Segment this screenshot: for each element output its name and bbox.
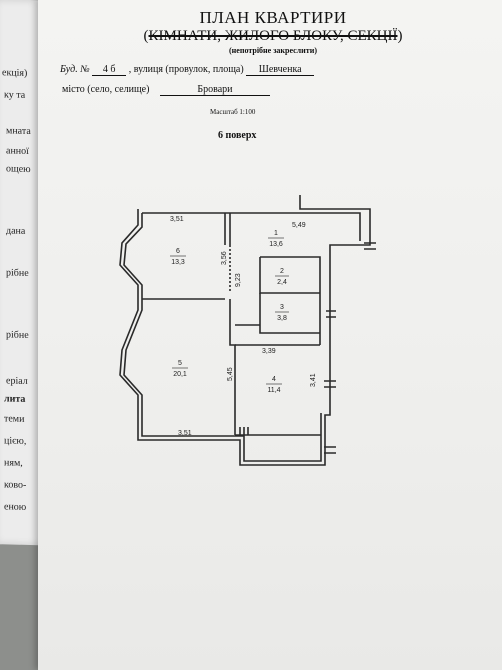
partition-wall xyxy=(259,293,320,334)
under-line: еріал xyxy=(6,375,28,387)
window-mark xyxy=(239,427,249,435)
building-line: Буд. № 4 б , вулиця (провулок, площа) Ше… xyxy=(60,64,315,76)
dim-room6-width: 3,51 xyxy=(170,216,184,223)
under-line: цією, xyxy=(4,435,27,447)
room-1-number: 1 xyxy=(274,230,278,237)
window-mark xyxy=(324,446,336,454)
page-subtitle: (КІМНАТИ, ЖИЛОГО БЛОКУ, СЕКЦІЇ) xyxy=(143,28,403,44)
under-line: мната xyxy=(6,125,31,138)
building-label: Буд. № xyxy=(60,64,90,75)
dim-room5-depth: 5,45 xyxy=(227,367,234,381)
dim-room4-depth: 3,41 xyxy=(310,373,317,387)
under-line: ням, xyxy=(4,457,23,469)
partition-wall xyxy=(259,257,320,294)
window-mark xyxy=(324,380,336,388)
outer-wall xyxy=(119,195,371,466)
under-line: дана xyxy=(6,225,26,237)
street-value: Шевченка xyxy=(246,64,315,76)
page-title: ПЛАН КВАРТИРИ xyxy=(199,8,347,27)
window-mark xyxy=(364,242,376,250)
partition-wall xyxy=(229,299,236,435)
under-line: рібне xyxy=(6,329,29,341)
room-2-number: 2 xyxy=(280,268,284,275)
floor-number: 6 поверх xyxy=(218,130,257,141)
dim-room1-width: 5,49 xyxy=(292,222,306,229)
room-6-number: 6 xyxy=(176,248,180,255)
under-line: ощею xyxy=(6,163,31,176)
dim-corridor-length: 9,23 xyxy=(235,273,242,287)
room-4-area: 11,4 xyxy=(267,387,280,394)
partition-wall xyxy=(260,256,321,345)
room-5-area: 20,1 xyxy=(173,371,187,378)
under-line: ково- xyxy=(4,479,27,491)
scale-line: Масштаб 1:100 xyxy=(210,108,255,116)
under-line: еною xyxy=(4,501,27,513)
window-mark xyxy=(326,310,336,318)
room-6-area: 13,3 xyxy=(171,259,185,266)
dim-room6-depth: 3,56 xyxy=(221,251,228,265)
under-line: рібне xyxy=(6,267,29,279)
under-line: екція) xyxy=(2,67,28,79)
city-line: місто (село, селище) Бровари xyxy=(62,84,270,96)
street-label: , вулиця (провулок, площа) xyxy=(128,64,244,75)
under-line: анної xyxy=(6,145,29,157)
under-line: теми xyxy=(4,413,25,425)
subtitle-note: (непотрібне закреслити) xyxy=(229,46,317,55)
floor-plan-drawing: 3,51 5,49 3,56 9,23 5,45 3,39 3,41 3,51 … xyxy=(119,195,376,466)
under-line: ку та xyxy=(4,89,26,101)
scale-label: Масштаб xyxy=(210,108,238,116)
room-4-number: 4 xyxy=(272,376,276,383)
room-1-area: 13,6 xyxy=(269,241,283,248)
room-2-area: 2,4 xyxy=(277,279,287,286)
under-line: лита xyxy=(4,393,26,405)
outer-wall-inner xyxy=(123,213,322,462)
top-wall xyxy=(142,212,361,241)
scale-value: 1:100 xyxy=(239,108,256,116)
room-3-area: 3,8 xyxy=(277,315,287,322)
room-5-number: 5 xyxy=(178,360,182,367)
dim-room4-width: 3,39 xyxy=(262,348,276,355)
floor-plan-sheet: ПЛАН КВАРТИРИ (КІМНАТИ, ЖИЛОГО БЛОКУ, СЕ… xyxy=(38,0,502,670)
building-number: 4 б xyxy=(92,64,127,76)
city-value: Бровари xyxy=(159,84,270,96)
room-3-number: 3 xyxy=(280,304,284,311)
struck-subtitle: КІМНАТИ, ЖИЛОГО БЛОКУ, СЕКЦІЇ xyxy=(148,28,398,44)
dim-room5-width: 3,51 xyxy=(178,430,192,437)
city-label: місто (село, селище) xyxy=(62,84,150,95)
